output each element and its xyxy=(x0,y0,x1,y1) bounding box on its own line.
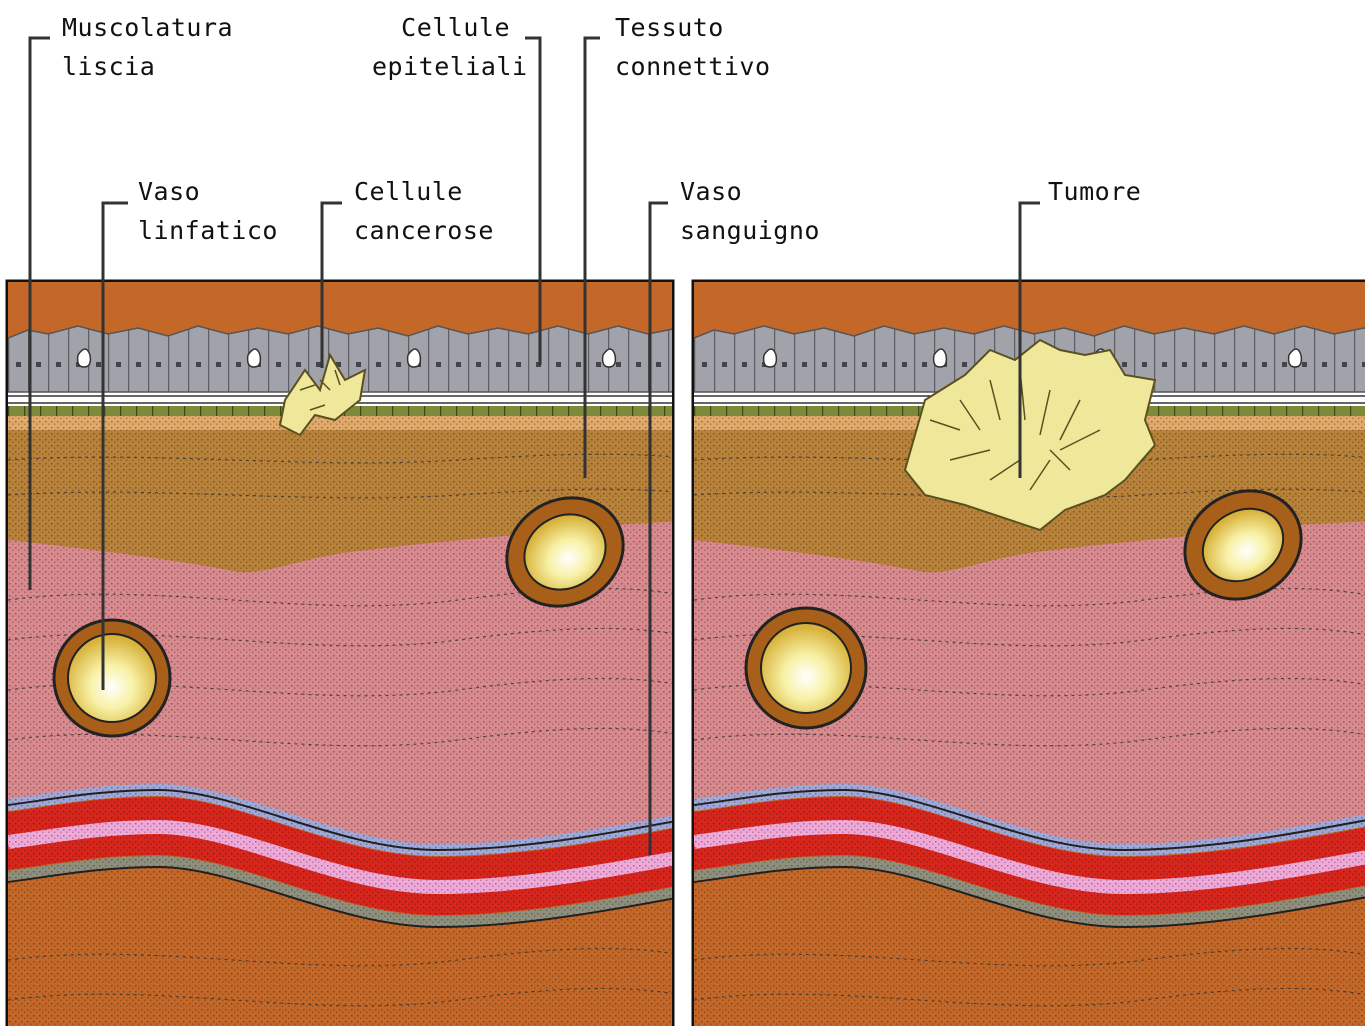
left-panel xyxy=(8,280,708,1026)
label-tumore: Tumore xyxy=(1048,172,1141,211)
label-vaso-sanguigno: Vaso sanguigno xyxy=(680,172,820,250)
label-tessuto-connettivo: Tessuto connettivo xyxy=(615,8,771,86)
label-vaso-linfatico: Vaso linfatico xyxy=(138,172,278,250)
lymphatic-vessel-right xyxy=(746,608,866,728)
label-muscolatura-liscia: Muscolatura liscia xyxy=(62,8,233,86)
right-panel xyxy=(694,280,1365,1026)
label-cellule-cancerose: Cellule cancerose xyxy=(354,172,494,250)
label-cellule-epiteliali: Cellule epiteliali xyxy=(372,8,510,86)
lymphatic-vessel xyxy=(54,620,170,736)
